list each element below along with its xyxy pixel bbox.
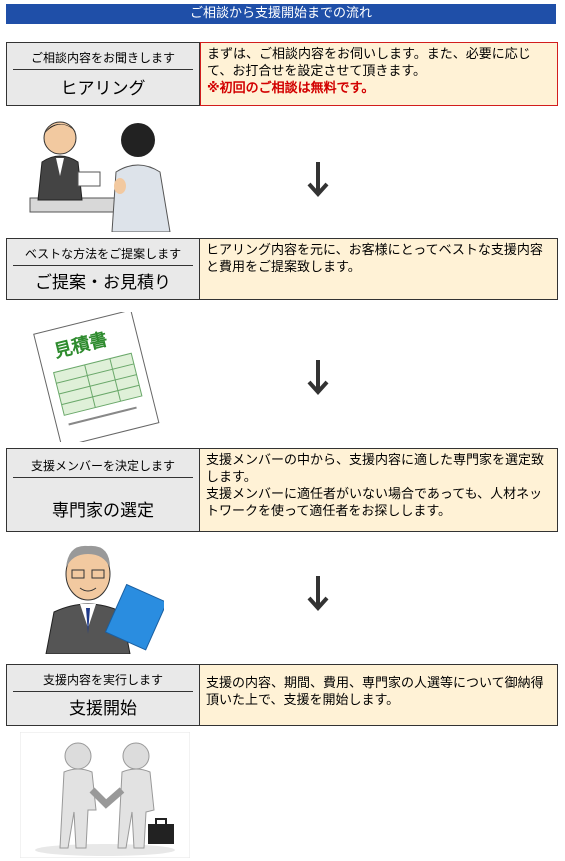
arrow-down-icon xyxy=(307,162,329,197)
step-subtitle: ご相談内容をお聞きします xyxy=(13,47,193,70)
step-description-text: まずは、ご相談内容をお伺いします。また、必要に応じて、お打合せを設定させて頂きま… xyxy=(207,47,531,79)
step-subtitle: ベストな方法をご提案します xyxy=(13,243,193,266)
step-title: 支援開始 xyxy=(69,699,137,719)
step-description: 支援メンバーの中から、支援内容に適した専門家を選定致します。 支援メンバーに適任… xyxy=(200,448,558,532)
handshake-illustration xyxy=(20,732,190,858)
step-label: ベストな方法をご提案します ご提案・お見積り xyxy=(6,238,200,300)
step-label: 支援内容を実行します 支援開始 xyxy=(6,664,200,726)
step-proposal: ベストな方法をご提案します ご提案・お見積り ヒアリング内容を元に、お客様にとっ… xyxy=(6,238,558,300)
page-header: ご相談から支援開始までの流れ xyxy=(6,4,556,24)
free-consult-note: ※初回のご相談は無料です。 xyxy=(207,81,375,96)
step-description: まずは、ご相談内容をお伺いします。また、必要に応じて、お打合せを設定させて頂きま… xyxy=(200,42,558,106)
step-label: ご相談内容をお聞きします ヒアリング xyxy=(6,42,200,106)
arrow-down-icon xyxy=(307,576,329,611)
estimate-document-illustration: 見積書 xyxy=(33,312,160,442)
step-title: 専門家の選定 xyxy=(52,501,154,521)
step-subtitle: 支援メンバーを決定します xyxy=(13,455,193,478)
step-selection: 支援メンバーを決定します 専門家の選定 支援メンバーの中から、支援内容に適した専… xyxy=(6,448,558,532)
meeting-illustration xyxy=(20,110,180,232)
step-start: 支援内容を実行します 支援開始 支援の内容、期間、費用、専門家の人選等について御… xyxy=(6,664,558,726)
step-description: 支援の内容、期間、費用、専門家の人選等について御納得頂いた上で、支援を開始します… xyxy=(200,664,558,726)
step-title: ヒアリング xyxy=(60,79,146,99)
step-description: ヒアリング内容を元に、お客様にとってベストな支援内容と費用をご提案致します。 xyxy=(200,238,558,300)
step-hearing: ご相談内容をお聞きします ヒアリング まずは、ご相談内容をお伺いします。また、必… xyxy=(6,42,558,106)
consultant-illustration xyxy=(45,545,164,654)
arrow-down-icon xyxy=(307,360,329,395)
step-title: ご提案・お見積り xyxy=(35,273,171,293)
step-subtitle: 支援内容を実行します xyxy=(13,669,193,692)
step-label: 支援メンバーを決定します 専門家の選定 xyxy=(6,448,200,532)
